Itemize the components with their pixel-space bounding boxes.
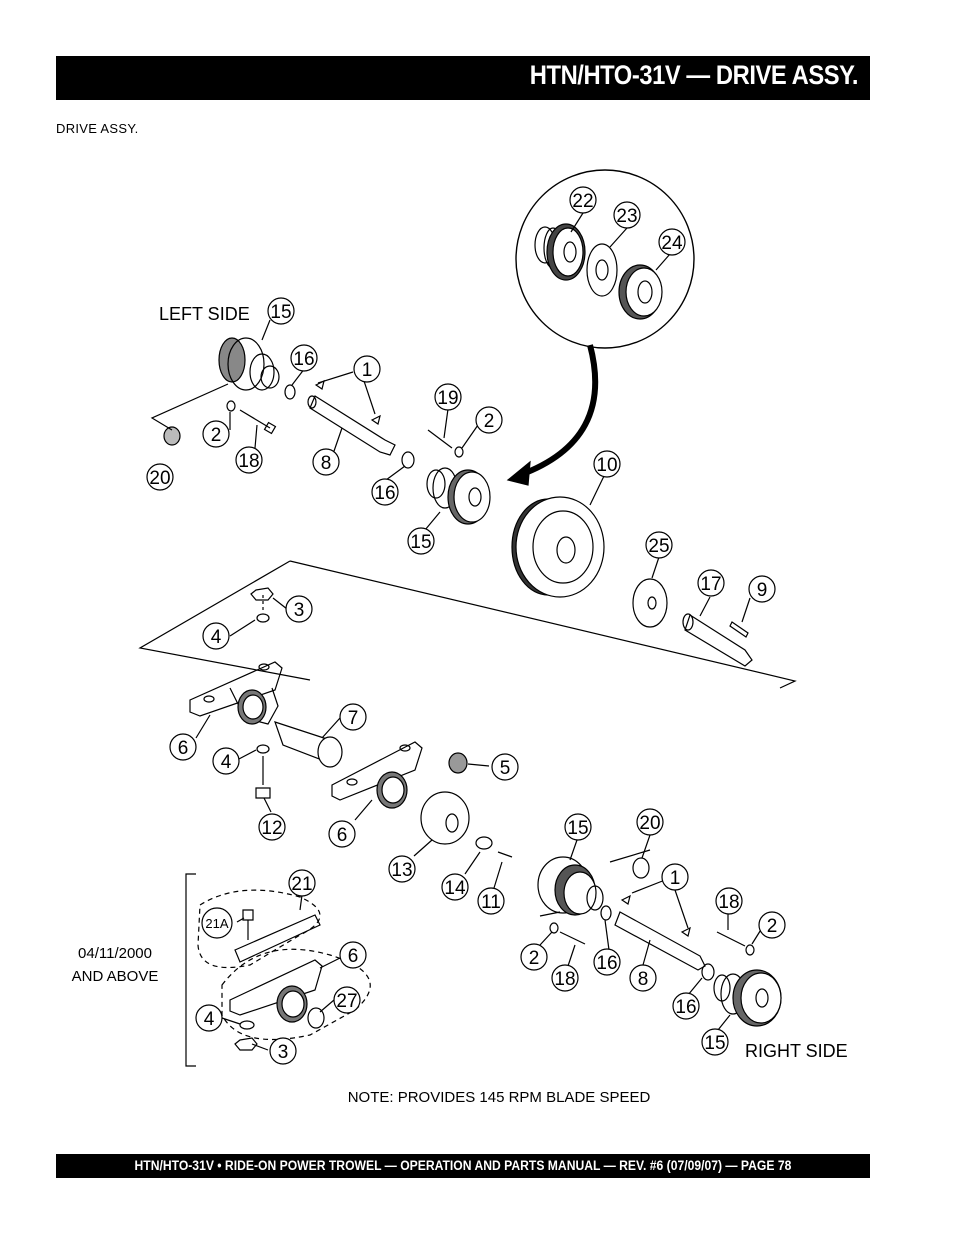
callout-16: 16 (675, 997, 696, 1018)
callout-10: 10 (596, 455, 617, 476)
note-text: NOTE: PROVIDES 145 RPM BLADE SPEED (348, 1089, 651, 1106)
callout-3: 3 (294, 600, 305, 621)
callout-2: 2 (211, 425, 222, 446)
callout-20: 20 (149, 468, 170, 489)
callout-27: 27 (336, 991, 357, 1012)
callout-1: 1 (362, 360, 373, 381)
callout-4: 4 (204, 1009, 215, 1030)
bearing-mount-assembly (138, 560, 797, 889)
callout-11: 11 (481, 892, 501, 913)
callout-8: 8 (638, 969, 649, 990)
detail-inset (506, 169, 695, 486)
callout-15: 15 (704, 1033, 725, 1054)
callout-16: 16 (293, 349, 314, 370)
callout-20: 20 (639, 813, 660, 834)
callout-2: 2 (529, 948, 540, 969)
callout-14: 14 (444, 878, 466, 899)
callout-4: 4 (211, 627, 222, 648)
revision-assembly (185, 873, 371, 1067)
page-title: HTN/HTO-31V — DRIVE ASSY. (529, 60, 859, 90)
date-label-line1: 04/11/2000 (78, 945, 152, 962)
left-side-assembly (150, 319, 753, 667)
callout-15: 15 (270, 302, 291, 323)
right-side-label: RIGHT SIDE (745, 1041, 848, 1061)
footer-text: HTN/HTO-31V • RIDE-ON POWER TROWEL — OPE… (134, 1158, 792, 1173)
callout-8: 8 (321, 453, 332, 474)
callout-5: 5 (500, 758, 511, 779)
callout-23: 23 (616, 206, 637, 227)
callout-4: 4 (221, 752, 232, 773)
callout-15: 15 (410, 532, 431, 553)
callout-22: 22 (572, 191, 593, 212)
footer-bar: HTN/HTO-31V • RIDE-ON POWER TROWEL — OPE… (56, 1154, 870, 1178)
callout-2: 2 (484, 411, 495, 432)
callout-2: 2 (767, 916, 778, 937)
callout-18: 18 (238, 451, 259, 472)
section-subtitle: DRIVE ASSY. (56, 121, 139, 136)
callout-9: 9 (757, 580, 768, 601)
callout-21a: 21A (205, 916, 228, 931)
callout-1: 1 (670, 868, 681, 889)
callout-24: 24 (661, 233, 683, 254)
callout-25: 25 (648, 536, 669, 557)
callout-12: 12 (261, 818, 282, 839)
callout-21: 21 (291, 874, 312, 895)
callout-18: 18 (718, 892, 739, 913)
callout-7: 7 (348, 708, 359, 729)
callout-6: 6 (178, 738, 189, 759)
callout-6: 6 (337, 825, 348, 846)
callout-18: 18 (554, 969, 575, 990)
callout-16: 16 (374, 483, 395, 504)
callout-13: 13 (391, 860, 412, 881)
callout-3: 3 (278, 1042, 289, 1063)
callout-17: 17 (700, 574, 721, 595)
callout-16: 16 (596, 953, 617, 974)
left-side-label: LEFT SIDE (159, 304, 250, 324)
callout-6: 6 (348, 946, 359, 967)
title-bar: HTN/HTO-31V — DRIVE ASSY. (56, 56, 870, 100)
date-label-line2: AND ABOVE (72, 968, 159, 985)
callout-15: 15 (567, 818, 588, 839)
right-side-assembly (537, 834, 782, 1031)
callout-19: 19 (437, 388, 458, 409)
